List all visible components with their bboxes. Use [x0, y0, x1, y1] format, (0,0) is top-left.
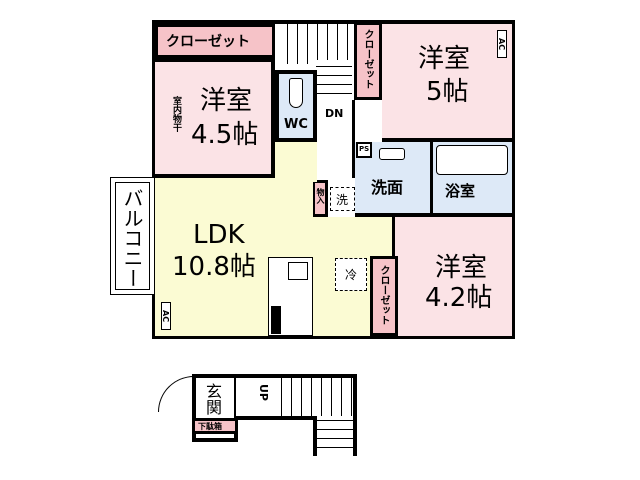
balcony-label: バルコニー: [120, 188, 144, 288]
washer-space: 洗: [330, 187, 355, 211]
down-label: DN: [325, 107, 344, 120]
closet-top-mid: クローゼット: [354, 22, 382, 100]
fridge-label: 冷: [345, 268, 358, 282]
toilet-icon: [289, 78, 303, 108]
hallway: DN: [317, 100, 355, 178]
ldk-size: 10.8帖: [172, 252, 256, 282]
lower-stair-hall: UP: [236, 374, 357, 420]
stairs-upper: [278, 24, 352, 64]
shoe-box-label: 下駄箱: [198, 422, 222, 431]
room-western-4-2: 洋室 4.2帖: [392, 217, 512, 336]
wc-label: WC: [284, 117, 308, 132]
stairs-lower-down: [313, 416, 357, 456]
ldk-name: LDK: [193, 220, 245, 250]
room-name: 洋室: [418, 44, 471, 74]
closet-label: クローゼット: [378, 265, 389, 325]
room-ldk-upper: [275, 142, 317, 182]
balcony-inner: [115, 182, 150, 290]
room-name: 洋室: [200, 86, 253, 116]
entrance-door-arc: [158, 376, 194, 412]
stairs-lower: [272, 378, 352, 416]
bath-label: 浴室: [445, 182, 476, 200]
stove-icon: [288, 262, 308, 280]
room-bath: 浴室: [433, 142, 512, 217]
counter-post: [271, 306, 281, 334]
room-wc: WC: [275, 70, 317, 142]
closet-top-left: クローゼット: [155, 24, 275, 58]
closet-label: クローゼット: [166, 34, 250, 50]
room-size: 4.5帖: [191, 120, 259, 150]
ac-unit-ldk: AC: [161, 302, 171, 330]
closet-right: クローゼット: [370, 256, 398, 336]
room-size: 5帖: [426, 77, 469, 107]
ac-unit: AC: [497, 30, 507, 58]
washroom-label: 洗面: [371, 178, 404, 197]
room-western-4-5: 室内物干 洋室 4.5帖: [155, 58, 275, 178]
balcony: バルコニー: [110, 177, 155, 295]
sink-icon: [379, 148, 405, 160]
up-label: UP: [257, 384, 270, 401]
stairs-upper-landing: [316, 60, 352, 102]
washer-label: 洗: [336, 193, 349, 207]
bathtub-icon: [436, 145, 508, 175]
ps-shaft: PS: [356, 142, 372, 158]
indoor-drying-label: 室内物干: [171, 96, 181, 132]
closet-label: クローゼット: [362, 29, 373, 89]
fridge-space: 冷: [335, 258, 367, 291]
kitchen-counter: [268, 257, 313, 336]
room-size: 4.2帖: [425, 283, 493, 313]
room-western-5: 洋室 5帖: [382, 24, 512, 142]
ps-label: PS: [359, 145, 370, 153]
shoe-box: 下駄箱: [192, 418, 238, 434]
room-name: 洋室: [435, 253, 488, 283]
storage: 物入: [312, 180, 328, 217]
entrance-label: 玄関: [206, 382, 223, 417]
storage-label: 物入: [316, 188, 325, 204]
